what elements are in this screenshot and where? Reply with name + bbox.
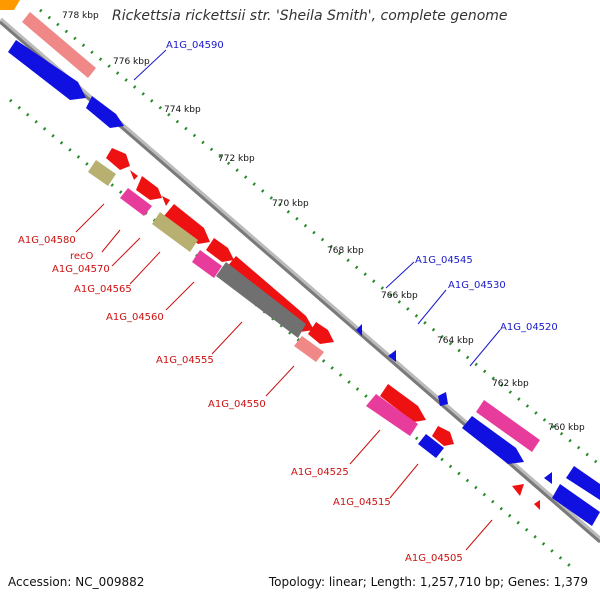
gene-red-tiny-1 (512, 484, 524, 496)
gene-red-4 (206, 238, 234, 262)
gene-label-red[interactable]: A1G_04570 (52, 264, 110, 275)
gene-red-6 (380, 384, 426, 422)
gene-pink-3 (366, 394, 418, 436)
gene-blue-edge-2 (552, 484, 600, 526)
gene-red-5 (308, 322, 334, 344)
tick-label: 772 kbp (218, 154, 255, 164)
gene-gray-long (216, 262, 306, 338)
gene-labels: A1G_04590 A1G_04545 A1G_04530 A1G_04520 … (18, 40, 558, 564)
tick-label: 764 kbp (437, 336, 474, 346)
gene-olive-1 (88, 160, 116, 186)
gene-blue-tiny-3 (544, 472, 552, 484)
gene-red-7 (432, 426, 454, 446)
gene-pink-2 (192, 250, 222, 278)
gene-label-red[interactable]: A1G_04550 (208, 399, 266, 410)
topology-summary: Topology: linear; Length: 1,257,710 bp; … (268, 575, 588, 589)
tick-label: 768 kbp (327, 246, 364, 256)
gene-label-red[interactable]: A1G_04560 (106, 312, 164, 323)
gene-label-blue[interactable]: A1G_04590 (166, 40, 224, 51)
gene-blue-4590 (8, 40, 86, 100)
gene-blue-edge-1 (566, 466, 600, 500)
gene-label-red[interactable]: recO (70, 251, 94, 262)
gene-salmon-4590 (22, 12, 96, 78)
gene-blue-tiny-2 (388, 350, 396, 362)
gene-red-small (130, 170, 138, 180)
genes-lower (8, 40, 600, 526)
tick-label: 762 kbp (492, 379, 529, 389)
gene-label-red[interactable]: A1G_04505 (405, 553, 463, 564)
accession-text: Accession: NC_009882 (8, 575, 145, 589)
gene-label-blue[interactable]: A1G_04545 (415, 255, 473, 266)
tick-label: 774 kbp (164, 105, 201, 115)
gene-pink-right (476, 400, 540, 452)
gene-red-3 (164, 204, 210, 244)
gene-red-tiny-2 (534, 500, 540, 510)
gene-orange-top (0, 0, 20, 10)
gene-blue-right-1 (462, 416, 524, 464)
gene-olive-2 (152, 212, 198, 252)
gene-blue-small (438, 392, 448, 406)
tick-labels: 778 kbp 776 kbp 774 kbp 772 kbp 770 kbp … (62, 11, 585, 433)
tick-label: 778 kbp (62, 11, 99, 21)
tick-label: 760 kbp (548, 423, 585, 433)
gene-label-blue[interactable]: A1G_04520 (500, 322, 558, 333)
genes-upper (0, 0, 600, 500)
gene-label-blue[interactable]: A1G_04530 (448, 280, 506, 291)
leader-lines (75, 49, 501, 551)
gene-pink-1 (120, 188, 152, 216)
gene-label-red[interactable]: A1G_04580 (18, 235, 76, 246)
gene-label-red[interactable]: A1G_04515 (333, 497, 391, 508)
gene-salmon-2 (294, 336, 324, 362)
gene-red-1 (106, 148, 130, 170)
tick-label: 766 kbp (381, 291, 418, 301)
map-title: Rickettsia rickettsii str. 'Sheila Smith… (112, 8, 508, 24)
tick-label: 776 kbp (113, 57, 150, 67)
gene-label-red[interactable]: A1G_04565 (74, 284, 132, 295)
gene-blue-tiny-1 (356, 324, 362, 336)
gene-label-red[interactable]: A1G_04525 (291, 467, 349, 478)
gene-blue-3 (418, 434, 444, 458)
gene-blue-2 (86, 96, 124, 128)
gene-red-2 (136, 176, 162, 200)
gene-label-red[interactable]: A1G_04555 (156, 355, 214, 366)
track-top-outer (39, 8, 600, 467)
tick-label: 770 kbp (272, 199, 309, 209)
gene-red-long (226, 256, 314, 332)
gene-red-small-2 (162, 196, 170, 206)
